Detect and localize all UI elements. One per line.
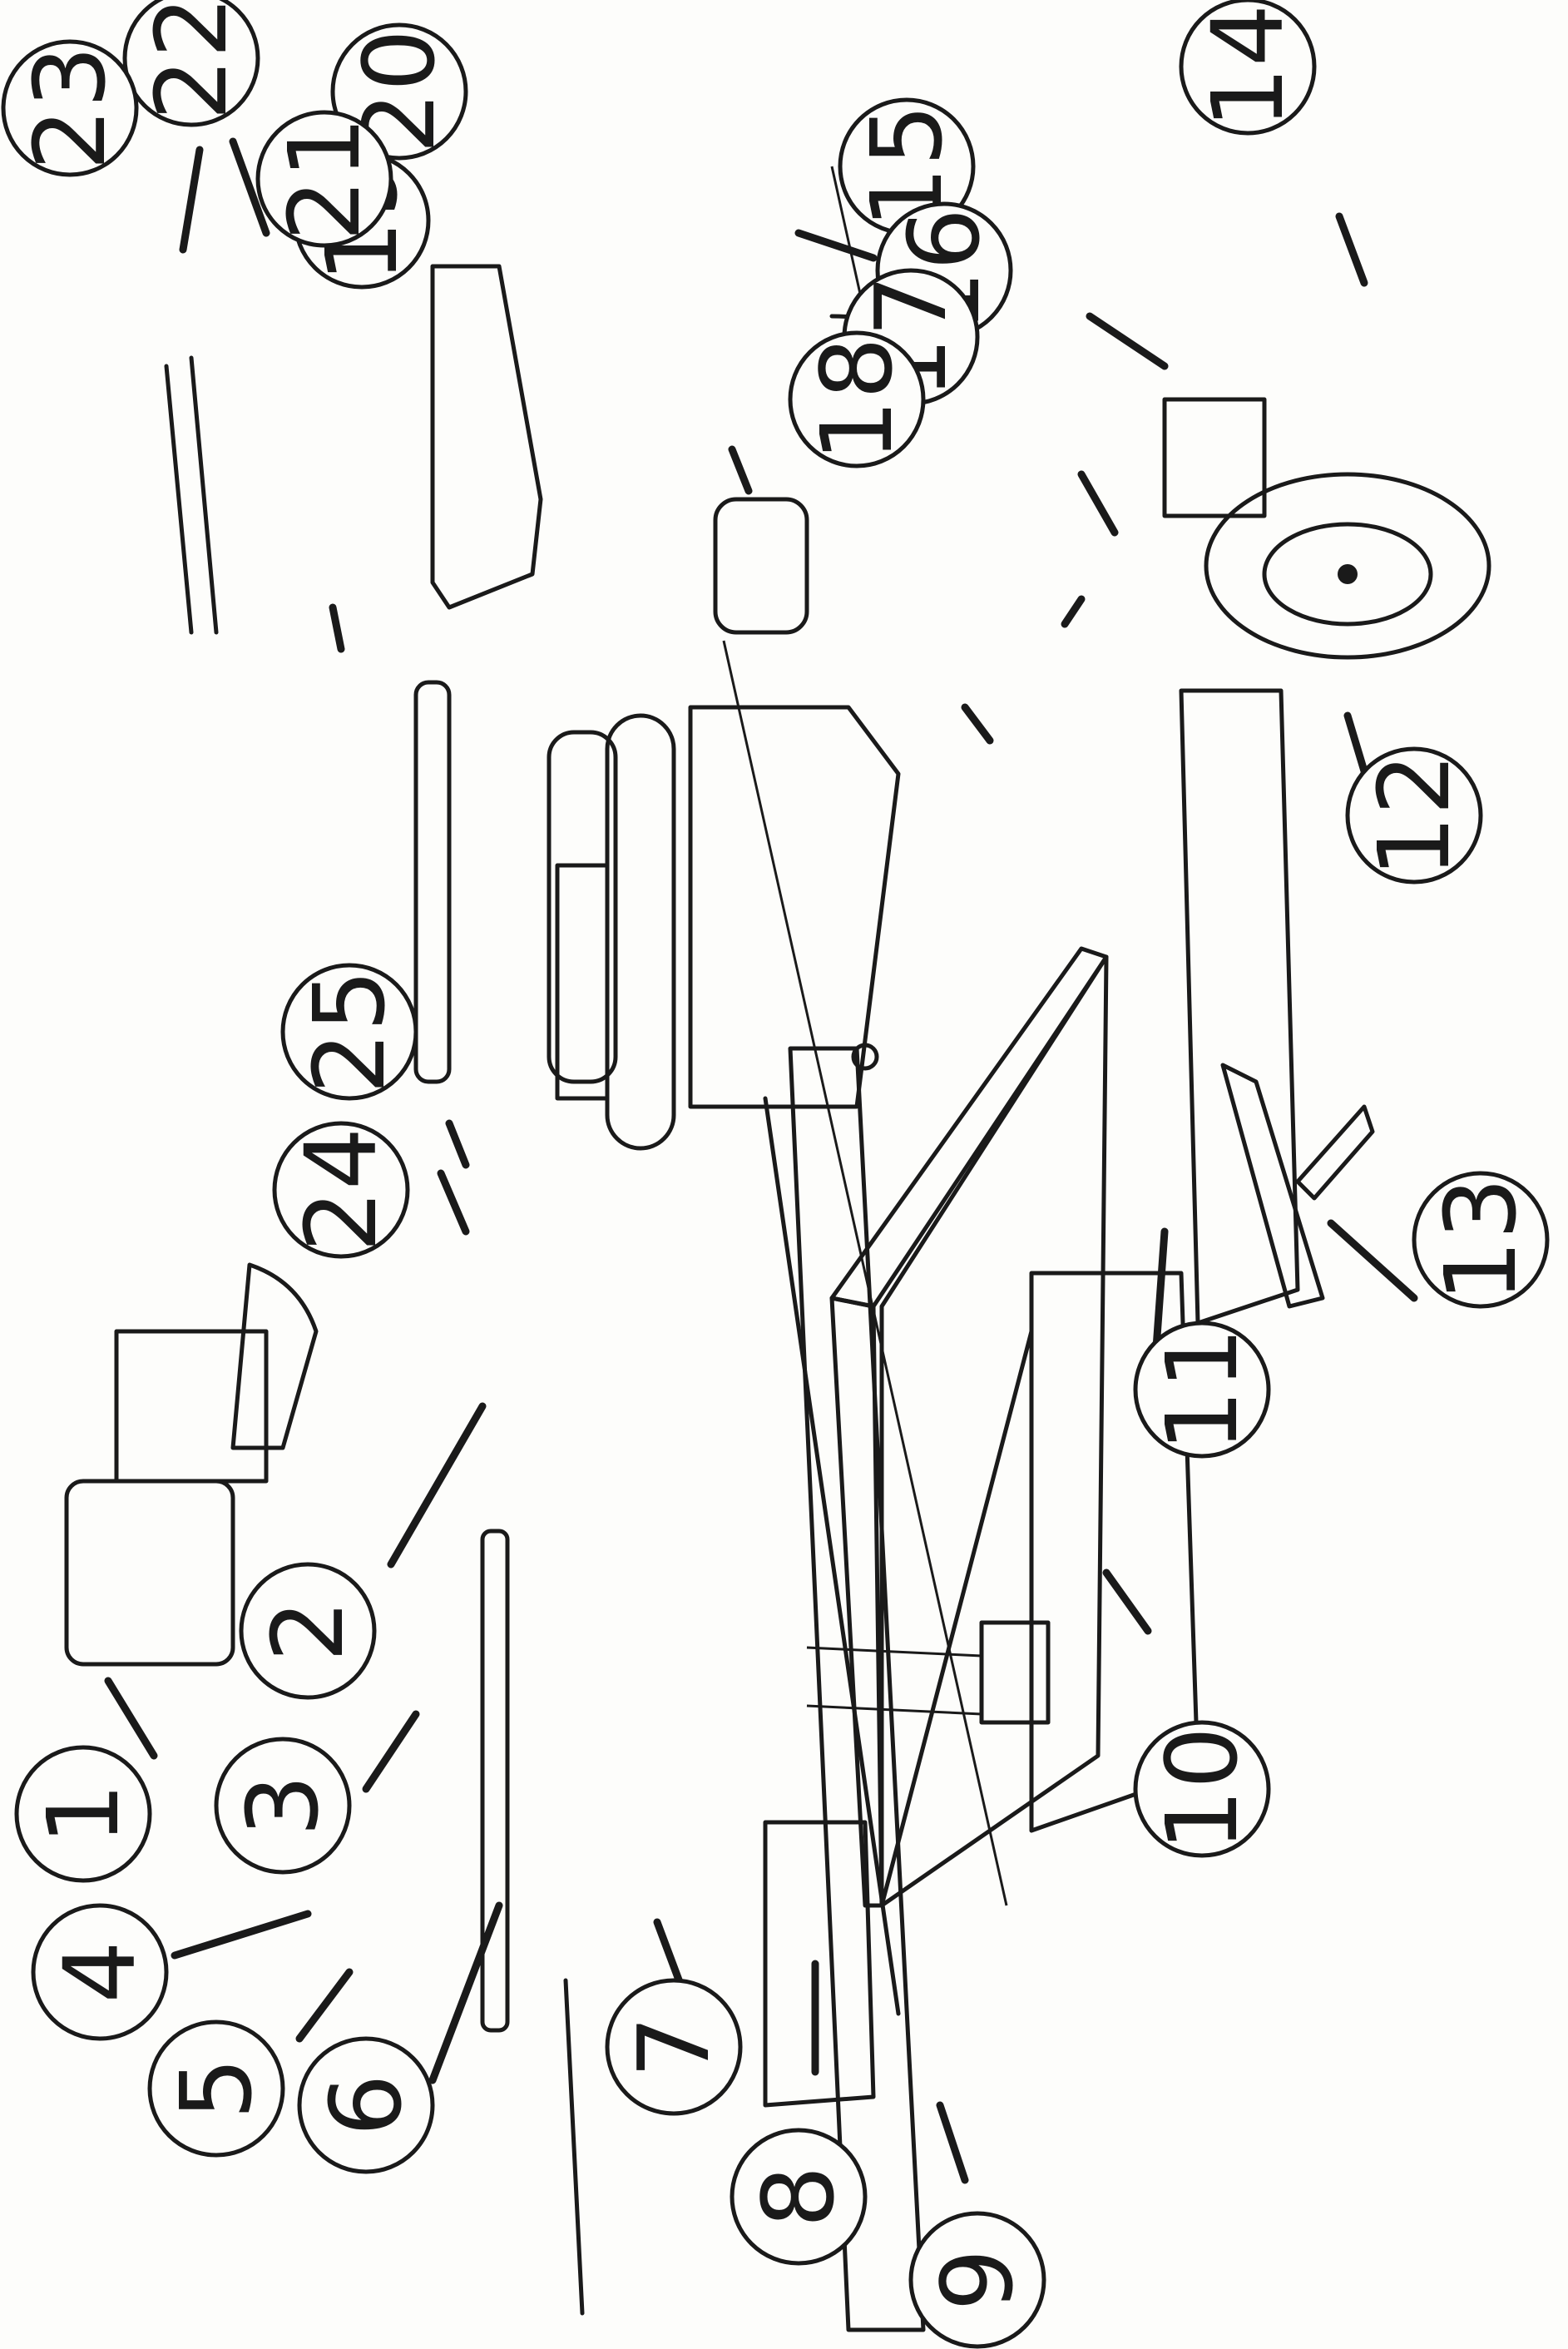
svg-text:1: 1 [26, 1782, 141, 1845]
leaders [104, 137, 1418, 2184]
callout-2: 2 [239, 1562, 377, 1700]
svg-text:10: 10 [1145, 1727, 1259, 1851]
callout-7: 7 [605, 1978, 743, 2116]
pusher-beam [763, 1046, 926, 2332]
callout-1: 1 [14, 1745, 152, 1883]
callout-4: 4 [31, 1903, 169, 2041]
svg-text:23: 23 [12, 46, 127, 171]
callout-11: 11 [1133, 1321, 1271, 1459]
callout-5: 5 [147, 2019, 285, 2158]
callout-12: 12 [1345, 746, 1483, 885]
valve-spool [413, 680, 618, 1084]
svg-text:8: 8 [741, 2165, 856, 2228]
svg-text:21: 21 [267, 116, 382, 241]
cylinder [555, 713, 676, 1151]
svg-text:3: 3 [225, 1774, 340, 1836]
svg-text:22: 22 [134, 0, 249, 121]
wedge-mount [688, 705, 901, 1109]
callout-24: 24 [272, 1121, 410, 1259]
main-beam [722, 640, 1109, 1908]
support-leg [806, 1620, 1051, 1725]
callout-23: 23 [1, 39, 139, 177]
svg-text:6: 6 [309, 2074, 423, 2136]
wheel [1204, 472, 1491, 660]
svg-text:13: 13 [1423, 1177, 1538, 1302]
callout-18: 18 [788, 330, 926, 468]
callout-9: 9 [908, 2211, 1046, 2349]
svg-text:12: 12 [1357, 753, 1472, 878]
callout-3: 3 [214, 1737, 352, 1875]
hitch-lever [1220, 1063, 1375, 1309]
svg-text:25: 25 [292, 969, 407, 1094]
tank [430, 264, 543, 610]
svg-text:2: 2 [250, 1599, 365, 1662]
callout-25: 25 [280, 963, 418, 1101]
rod [480, 1529, 585, 2316]
svg-text:5: 5 [159, 2057, 274, 2119]
svg-text:18: 18 [799, 337, 914, 462]
engine [64, 1262, 319, 1667]
filter [713, 497, 809, 635]
callout-10: 10 [1133, 1720, 1271, 1858]
foot-plate [763, 1820, 876, 2108]
tie-rods [164, 355, 219, 635]
svg-text:7: 7 [616, 2015, 731, 2078]
svg-text:14: 14 [1190, 4, 1305, 129]
callout-22: 22 [122, 0, 260, 127]
callout-13: 13 [1412, 1171, 1550, 1309]
svg-text:9: 9 [920, 2248, 1035, 2311]
svg-text:11: 11 [1145, 1327, 1259, 1452]
callout-14: 14 [1179, 0, 1317, 136]
callout-6: 6 [297, 2036, 435, 2174]
pump [1162, 397, 1267, 518]
callout-8: 8 [730, 2128, 868, 2266]
svg-text:4: 4 [42, 1940, 157, 2003]
callout-21: 21 [255, 110, 393, 248]
svg-text:24: 24 [284, 1127, 398, 1252]
